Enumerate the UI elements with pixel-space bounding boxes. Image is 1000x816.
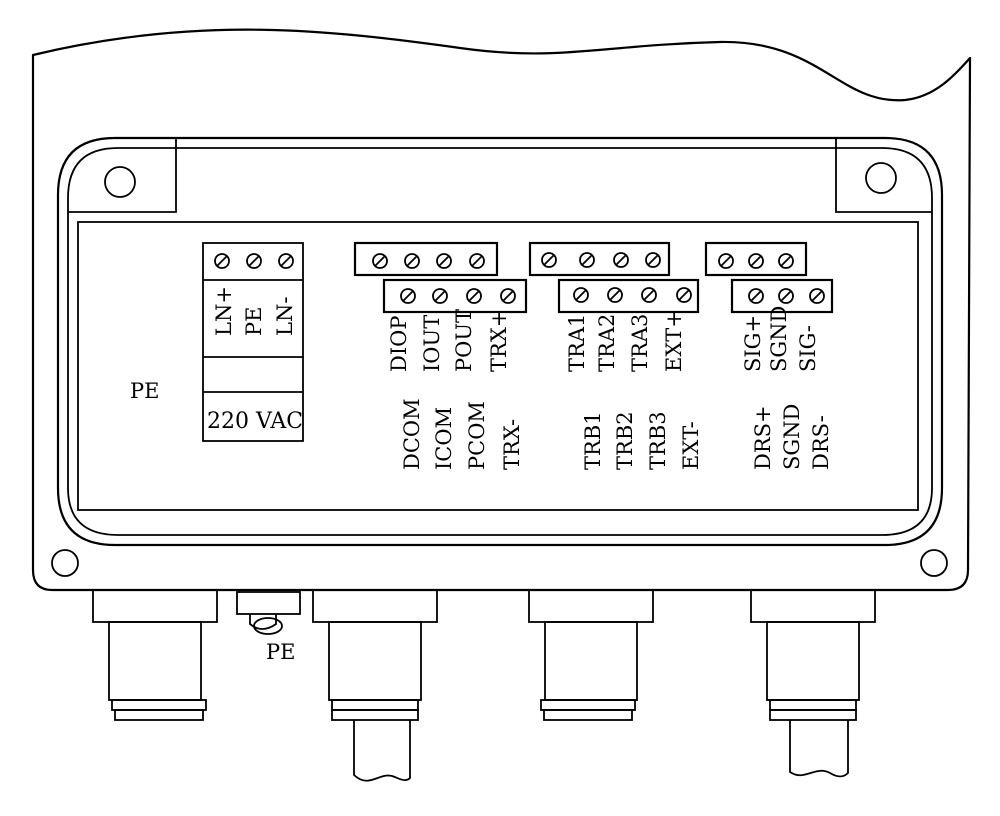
screw-terminal-icon <box>748 288 764 304</box>
terminal-label: TRB2 <box>613 411 637 470</box>
screw-terminal-icon <box>718 253 734 269</box>
screw-terminal-icon <box>541 252 557 268</box>
terminal-label: PE <box>242 307 266 336</box>
voltage-label: 220 VAC <box>207 409 303 434</box>
terminal-label: SIG- <box>796 325 820 372</box>
screw-terminal-icon <box>641 287 657 303</box>
terminal-panel <box>77 221 919 511</box>
corner-boss-top-right <box>835 138 932 213</box>
screw-terminal-icon <box>645 252 661 268</box>
mounting-hole-icon <box>51 162 948 577</box>
screw-terminal-icon <box>778 288 794 304</box>
terminal-label: TRX- <box>500 419 524 470</box>
lid-inner-frame <box>67 147 933 536</box>
screw-terminal-icon <box>466 288 482 304</box>
power-screw-row <box>214 253 294 269</box>
pe-left-label: PE <box>130 379 159 403</box>
terminal-label: DRS+ <box>751 405 775 470</box>
screw-terminal-icon <box>372 253 388 269</box>
screw-terminal-icon <box>676 287 692 303</box>
terminal-label: TRA3 <box>628 314 652 372</box>
terminal-label: LN+ <box>212 286 236 336</box>
screw-terminal-icon <box>500 288 516 304</box>
cable-gland-icon <box>92 589 876 782</box>
ground-screw-icon <box>236 591 301 635</box>
screw-terminal-icon <box>778 253 794 269</box>
screw-terminal-icon <box>400 288 416 304</box>
screw-terminal-icon <box>809 288 825 304</box>
screw-terminal-icon <box>748 253 764 269</box>
screw-terminal-icon <box>404 253 420 269</box>
terminal-label: DIOP <box>387 316 411 372</box>
terminal-label: TRA2 <box>595 314 619 372</box>
screw-terminal-icon <box>469 253 485 269</box>
power-terminal-labels: LN+PE LN- <box>212 286 297 336</box>
lid-frame <box>56 136 944 547</box>
corner-boss-top-left <box>68 138 177 213</box>
terminal-label: IOUT <box>420 315 444 372</box>
screw-terminal-icon <box>436 253 452 269</box>
terminal-label: LN- <box>273 297 297 336</box>
power-terminal-block <box>202 242 304 442</box>
screw-terminal-icon <box>579 252 595 268</box>
terminal-label: EXT- <box>679 421 703 470</box>
enclosure-outline <box>31 28 972 592</box>
terminal-label: TRA1 <box>565 314 589 372</box>
terminal-label: POUT <box>452 309 476 372</box>
screw-terminal-icon <box>214 253 230 269</box>
screw-terminal-icon <box>432 288 448 304</box>
terminal-block-3 <box>704 241 834 314</box>
screw-terminal-icon <box>613 252 629 268</box>
screw-terminal-icon <box>573 287 589 303</box>
terminal-block-1 <box>353 241 528 314</box>
terminal-label: DCOM <box>400 398 424 470</box>
terminal-label: ICOM <box>432 407 456 470</box>
terminal-label: SGND <box>767 306 791 372</box>
block-screw-rows <box>372 252 825 304</box>
terminal-label: TRX+ <box>487 310 511 372</box>
terminal-label: EXT+ <box>662 310 686 372</box>
terminal-label: DRS- <box>809 415 833 470</box>
screw-terminal-icon <box>278 253 294 269</box>
terminal-label: SGND <box>780 404 804 470</box>
terminal-label: PCOM <box>465 401 489 470</box>
terminal-label: TRB3 <box>646 411 670 470</box>
terminal-label: TRB1 <box>581 411 605 470</box>
screw-terminal-icon <box>246 253 262 269</box>
screw-terminal-icon <box>607 287 623 303</box>
terminal-label: SIG+ <box>741 315 765 372</box>
pe-bottom-label: PE <box>266 640 295 664</box>
